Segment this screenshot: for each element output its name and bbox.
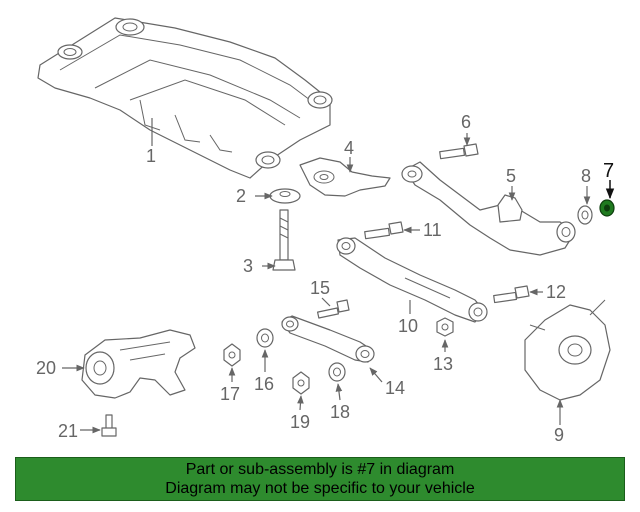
callout-3: 3 bbox=[243, 256, 253, 276]
callout-5: 5 bbox=[506, 166, 516, 186]
callout-21: 21 bbox=[58, 421, 78, 441]
callout-8: 8 bbox=[581, 166, 591, 186]
washer-part-2 bbox=[269, 188, 301, 204]
callout-14: 14 bbox=[385, 378, 405, 398]
callout-9: 9 bbox=[554, 425, 564, 445]
callout-2: 2 bbox=[236, 186, 246, 206]
bushing-part-7-highlighted bbox=[599, 199, 615, 217]
callout-18: 18 bbox=[330, 402, 350, 422]
callout-19: 19 bbox=[290, 412, 310, 432]
trailing-arm-bracket-part-20 bbox=[81, 329, 196, 399]
toe-link-part-14 bbox=[281, 315, 375, 363]
washer-part-8 bbox=[577, 205, 593, 225]
callout-6: 6 bbox=[461, 112, 471, 132]
subframe-crossmember bbox=[37, 17, 333, 179]
fitment-notice-banner: Part or sub-assembly is #7 in diagram Di… bbox=[15, 457, 625, 501]
washer-part-16 bbox=[256, 328, 274, 348]
callout-11: 11 bbox=[423, 220, 442, 240]
nut-part-17 bbox=[223, 343, 241, 367]
callout-7-highlighted: 7 bbox=[603, 160, 614, 182]
callout-12: 12 bbox=[546, 282, 566, 302]
lower-control-arm-part-10 bbox=[336, 237, 488, 323]
nut-part-13 bbox=[436, 317, 454, 337]
bracket-part-4 bbox=[299, 157, 391, 197]
callout-13: 13 bbox=[433, 354, 453, 374]
callout-10: 10 bbox=[398, 316, 418, 336]
knuckle-part-9 bbox=[524, 299, 611, 401]
bolt-part-15 bbox=[316, 299, 350, 319]
notice-line-part: Part or sub-assembly is #7 in diagram bbox=[185, 461, 455, 478]
bolt-part-3 bbox=[272, 209, 296, 271]
leader-lines bbox=[62, 118, 615, 434]
callout-4: 4 bbox=[344, 138, 354, 158]
callout-20: 20 bbox=[36, 358, 56, 378]
callout-1: 1 bbox=[146, 146, 156, 166]
bolt-part-6 bbox=[439, 143, 479, 160]
callout-15: 15 bbox=[310, 278, 330, 298]
callout-17: 17 bbox=[220, 384, 240, 404]
callout-labels: 1 2 3 4 5 6 7 8 9 10 11 12 13 14 15 16 1… bbox=[36, 112, 614, 445]
washer-part-18 bbox=[328, 362, 346, 382]
bolt-part-21 bbox=[101, 414, 117, 437]
bolt-part-11 bbox=[364, 221, 404, 240]
nut-part-19 bbox=[292, 371, 310, 395]
notice-line-disclaimer: Diagram may not be specific to your vehi… bbox=[165, 480, 475, 497]
parts-diagram: 1 2 3 4 5 6 7 8 9 10 11 12 13 14 15 16 1… bbox=[36, 17, 615, 445]
bolt-part-12 bbox=[493, 285, 530, 304]
upper-control-arm-part-5 bbox=[401, 161, 576, 256]
callout-16: 16 bbox=[254, 374, 274, 394]
